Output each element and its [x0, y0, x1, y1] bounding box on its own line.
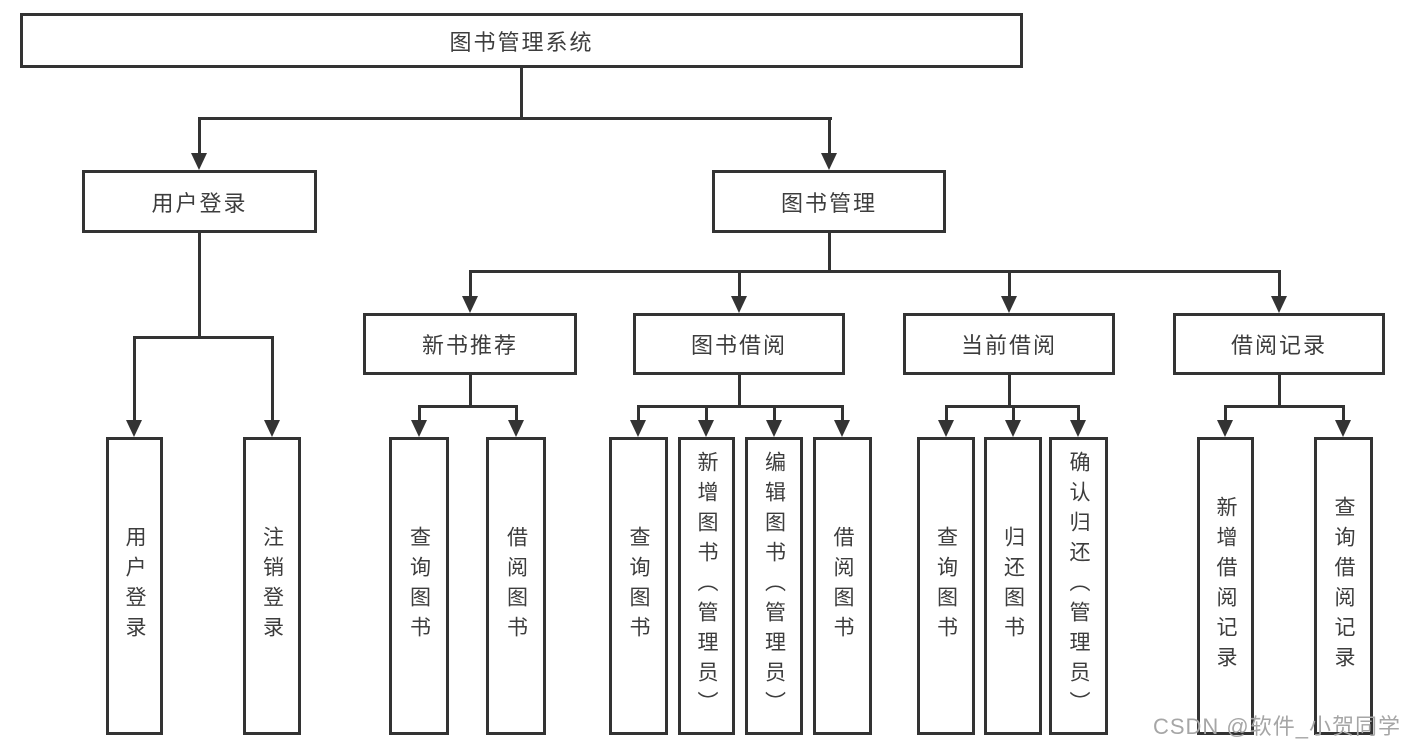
- connector-line: [828, 233, 831, 273]
- connector-line: [1278, 375, 1281, 408]
- node-label: 用户登录: [151, 190, 248, 216]
- leaf-add-borrow-record: 新增借阅记录: [1197, 437, 1254, 735]
- node-label: 图书管理: [780, 190, 877, 216]
- connector-line: [271, 336, 274, 420]
- leaf-borrow-books-recommendation: 借阅图书: [486, 437, 546, 735]
- watermark-csdn: CSDN @软件_小贺同学: [1152, 714, 1401, 739]
- connector-line: [738, 270, 741, 296]
- connector-line: [1224, 405, 1227, 420]
- node-label: 编辑图书（管理员）: [762, 451, 786, 721]
- node-label: 注销登录: [260, 526, 284, 646]
- connector-arrowhead-down-icon: [191, 153, 207, 170]
- connector-line: [515, 405, 518, 420]
- connector-arrowhead-down-icon: [264, 420, 280, 437]
- connector-line: [198, 117, 201, 153]
- connector-arrowhead-down-icon: [508, 420, 524, 437]
- connector-line: [1278, 270, 1281, 296]
- node-label: 确认归还（管理员）: [1067, 451, 1090, 721]
- connector-line: [418, 405, 421, 420]
- leaf-query-books-borrowing: 查询图书: [609, 437, 668, 735]
- connector-line: [841, 405, 844, 420]
- connector-arrowhead-down-icon: [698, 420, 714, 437]
- connector-line: [1012, 405, 1015, 420]
- leaf-query-books-current: 查询图书: [917, 437, 975, 735]
- connector-line: [418, 405, 518, 408]
- connector-arrowhead-down-icon: [834, 420, 850, 437]
- node-label: 图书管理系统: [449, 29, 594, 55]
- connector-arrowhead-down-icon: [1005, 420, 1021, 437]
- connector-line: [637, 405, 844, 408]
- connector-arrowhead-down-icon: [1070, 420, 1086, 437]
- connector-arrowhead-down-icon: [821, 153, 837, 170]
- connector-line: [133, 336, 136, 420]
- connector-line: [198, 233, 201, 339]
- node-label: 新增图书（管理员）: [695, 451, 718, 721]
- connector-line: [1224, 405, 1345, 408]
- connector-line: [1077, 405, 1080, 420]
- leaf-borrow-books-borrowing: 借阅图书: [813, 437, 872, 735]
- connector-line: [945, 405, 948, 420]
- node-book-management: 图书管理: [712, 170, 946, 233]
- connector-line: [520, 68, 523, 120]
- leaf-user-login: 用户登录: [106, 437, 163, 735]
- connector-arrowhead-down-icon: [1217, 420, 1233, 437]
- node-label: 查询图书: [934, 526, 958, 646]
- connector-line: [828, 117, 831, 153]
- connector-line: [1008, 375, 1011, 408]
- node-label: 借阅图书: [504, 526, 528, 646]
- connector-arrowhead-down-icon: [630, 420, 646, 437]
- node-new-book-recommendation: 新书推荐: [363, 313, 577, 375]
- node-label: 新增借阅记录: [1214, 496, 1237, 676]
- connector-arrowhead-down-icon: [938, 420, 954, 437]
- connector-line: [637, 405, 640, 420]
- connector-arrowhead-down-icon: [766, 420, 782, 437]
- node-label: 归还图书: [1001, 526, 1025, 646]
- connector-line: [133, 336, 274, 339]
- connector-line: [198, 117, 832, 120]
- connector-arrowhead-down-icon: [1335, 420, 1351, 437]
- leaf-add-books-admin: 新增图书（管理员）: [678, 437, 735, 735]
- node-label: 借阅记录: [1230, 333, 1327, 358]
- node-label: 图书借阅: [690, 333, 787, 358]
- connector-arrowhead-down-icon: [1271, 296, 1287, 313]
- connector-line: [469, 270, 1281, 273]
- node-label: 查询图书: [627, 526, 650, 646]
- node-label: 查询图书: [407, 526, 431, 646]
- connector-line: [773, 405, 776, 420]
- node-label: 借阅图书: [831, 526, 854, 646]
- node-label: 查询借阅记录: [1332, 496, 1355, 676]
- connector-arrowhead-down-icon: [126, 420, 142, 437]
- node-label: 用户登录: [123, 526, 146, 646]
- connector-line: [1342, 405, 1345, 420]
- node-user-login: 用户登录: [82, 170, 317, 233]
- leaf-edit-books-admin: 编辑图书（管理员）: [745, 437, 803, 735]
- connector-arrowhead-down-icon: [731, 296, 747, 313]
- connector-arrowhead-down-icon: [462, 296, 478, 313]
- leaf-logout: 注销登录: [243, 437, 301, 735]
- connector-line: [738, 375, 741, 408]
- connector-line: [1008, 270, 1011, 296]
- leaf-confirm-return-admin: 确认归还（管理员）: [1049, 437, 1108, 735]
- connector-arrowhead-down-icon: [411, 420, 427, 437]
- node-current-borrowing: 当前借阅: [903, 313, 1115, 375]
- node-borrowing-records: 借阅记录: [1173, 313, 1385, 375]
- node-label: 当前借阅: [960, 333, 1057, 358]
- node-library-management-system: 图书管理系统: [20, 13, 1023, 68]
- node-label: 新书推荐: [421, 333, 518, 358]
- node-book-borrowing: 图书借阅: [633, 313, 845, 375]
- connector-line: [469, 375, 472, 408]
- connector-line: [705, 405, 708, 420]
- leaf-query-borrow-record: 查询借阅记录: [1314, 437, 1373, 735]
- connector-line: [469, 270, 472, 296]
- leaf-return-books: 归还图书: [984, 437, 1042, 735]
- connector-arrowhead-down-icon: [1001, 296, 1017, 313]
- leaf-query-books-recommendation: 查询图书: [389, 437, 449, 735]
